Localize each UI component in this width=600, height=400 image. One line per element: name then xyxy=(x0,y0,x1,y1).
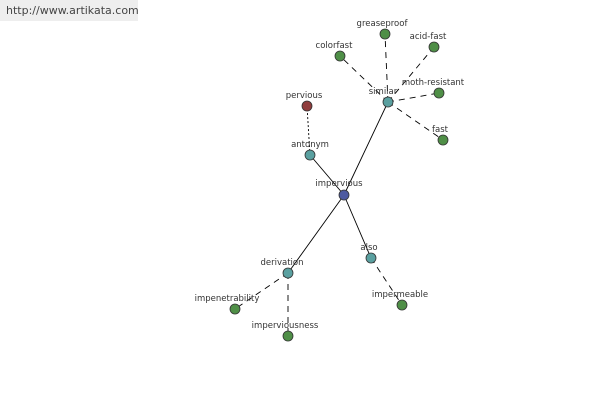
label-also: also xyxy=(360,243,377,253)
graph-nodes xyxy=(229,28,449,342)
edge-also-impermeable xyxy=(370,257,403,306)
node-pervious[interactable] xyxy=(301,100,313,112)
node-greaseproof[interactable] xyxy=(379,28,391,40)
label-colorfast: colorfast xyxy=(316,41,354,51)
node-fast[interactable] xyxy=(437,134,449,146)
edge-impervious-antonym xyxy=(309,154,345,196)
label-fast: fast xyxy=(432,125,449,135)
label-acid-fast: acid-fast xyxy=(410,32,447,42)
edge-similar-moth-resistant xyxy=(387,92,440,103)
node-moth-resistant[interactable] xyxy=(433,87,445,99)
label-greaseproof: greaseproof xyxy=(357,19,409,29)
node-colorfast[interactable] xyxy=(334,50,346,62)
node-impenetrability[interactable] xyxy=(229,303,241,315)
label-antonym: antonym xyxy=(291,140,329,150)
label-impervious: impervious xyxy=(315,179,363,189)
node-acid-fast[interactable] xyxy=(428,41,440,53)
graph-labels: impervious similar antonym derivation al… xyxy=(195,19,465,331)
label-derivation: derivation xyxy=(260,258,303,268)
edge-antonym-pervious xyxy=(306,105,311,156)
node-impermeable[interactable] xyxy=(396,299,408,311)
node-similar[interactable] xyxy=(382,96,394,108)
label-pervious: pervious xyxy=(286,91,323,101)
watermark-url: http://www.artikata.com xyxy=(0,0,139,21)
label-impenetrability: impenetrability xyxy=(195,294,260,304)
edge-similar-fast xyxy=(387,101,444,141)
label-moth-resistant: moth-resistant xyxy=(402,78,465,88)
label-imperviousness: imperviousness xyxy=(252,321,319,331)
graph-edges xyxy=(234,33,444,336)
node-imperviousness[interactable] xyxy=(282,330,294,342)
label-impermeable: impermeable xyxy=(372,290,428,300)
edge-impervious-also xyxy=(343,194,372,259)
edge-similar-greaseproof xyxy=(384,33,389,103)
edge-similar-colorfast xyxy=(339,55,389,103)
node-impervious[interactable] xyxy=(338,189,350,201)
node-antonym[interactable] xyxy=(304,149,316,161)
node-derivation[interactable] xyxy=(282,267,294,279)
node-also[interactable] xyxy=(365,252,377,264)
edge-similar-acid-fast xyxy=(387,46,435,103)
edge-impervious-derivation xyxy=(287,194,345,274)
label-similar: similar xyxy=(369,87,398,97)
edge-impervious-similar xyxy=(343,101,389,196)
